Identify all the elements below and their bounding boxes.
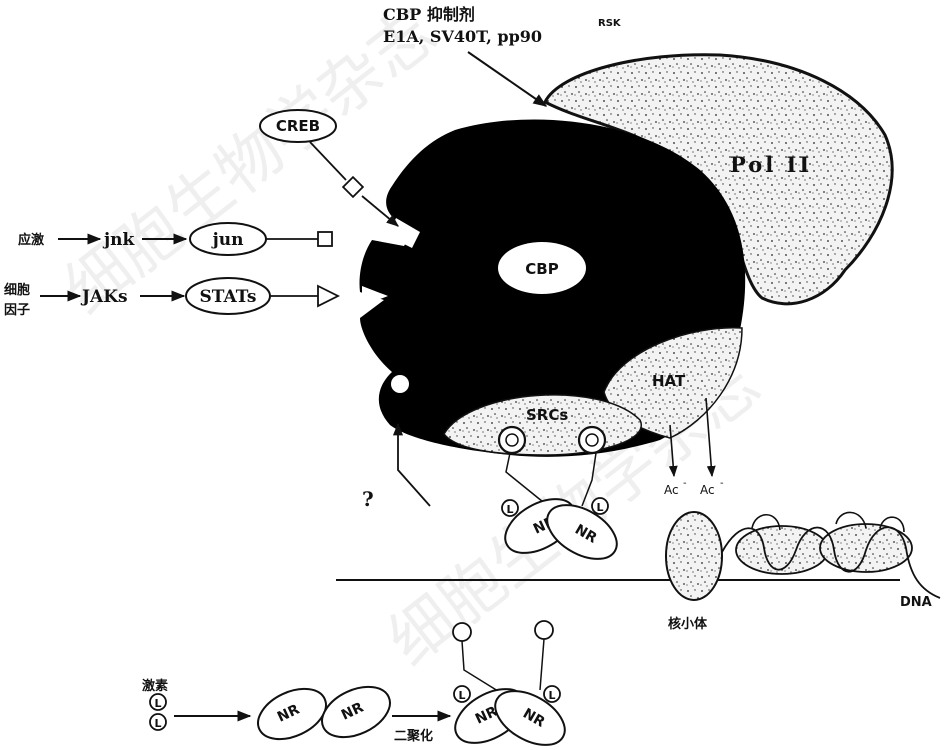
cbp-unknown-pocket bbox=[391, 375, 409, 393]
nucleosome-1 bbox=[736, 526, 828, 574]
inhibitors-superscript: RSK bbox=[598, 18, 622, 29]
dimer-tether-right bbox=[540, 639, 544, 690]
unknown-label: ? bbox=[362, 487, 374, 511]
jun-label: jun bbox=[211, 230, 244, 250]
ligand-bound-left-label: L bbox=[506, 503, 513, 516]
inhibitor-arrow bbox=[468, 52, 546, 106]
inhibitors-title: CBP 抑制剂 bbox=[383, 5, 475, 24]
dimer-tether-left bbox=[462, 641, 506, 696]
nucleosome-acetylated bbox=[666, 512, 722, 600]
stress-label: 应激 bbox=[18, 232, 45, 248]
jaks-label: JAKs bbox=[80, 287, 128, 307]
dimerization-label: 二聚化 bbox=[394, 728, 433, 744]
acetyl-minus-1: - bbox=[683, 478, 687, 489]
hat-label: HAT bbox=[652, 372, 686, 390]
ligand-free-1-label: L bbox=[154, 697, 161, 710]
inhibitors-list: E1A, SV40T, pp90 bbox=[383, 27, 542, 46]
docking-ring-right-inner bbox=[586, 434, 598, 446]
nucleosome-label: 核小体 bbox=[668, 616, 708, 632]
cytokine-label-line1: 细胞 bbox=[4, 282, 30, 298]
ligand-dimer-right-label: L bbox=[548, 689, 555, 702]
ligand-dimer-left-label: L bbox=[458, 689, 465, 702]
ligand-free-2-label: L bbox=[154, 717, 161, 730]
hormone-label: 激素 bbox=[142, 678, 168, 694]
stats-label: STATs bbox=[200, 287, 257, 307]
dna-label: DNA bbox=[900, 595, 932, 610]
pol2-label: Pol II bbox=[730, 152, 812, 177]
docking-ring-left-inner bbox=[506, 434, 518, 446]
acetyl-label-1: Ac bbox=[664, 483, 679, 497]
creb-diamond bbox=[343, 177, 363, 197]
ligand-bound-right-label: L bbox=[596, 501, 603, 514]
stats-triangle bbox=[318, 286, 338, 306]
srcs-label: SRCs bbox=[526, 406, 568, 424]
acetyl-minus-2: - bbox=[720, 478, 724, 489]
jnk-label: jnk bbox=[102, 230, 136, 250]
jun-square bbox=[318, 232, 332, 246]
dimer-ring-left bbox=[453, 623, 471, 641]
acetyl-label-2: Ac bbox=[700, 483, 715, 497]
cytokine-label-line2: 因子 bbox=[4, 303, 30, 318]
cbp-label: CBP bbox=[525, 260, 558, 278]
dimer-ring-right bbox=[535, 621, 553, 639]
creb-label: CREB bbox=[276, 117, 320, 135]
